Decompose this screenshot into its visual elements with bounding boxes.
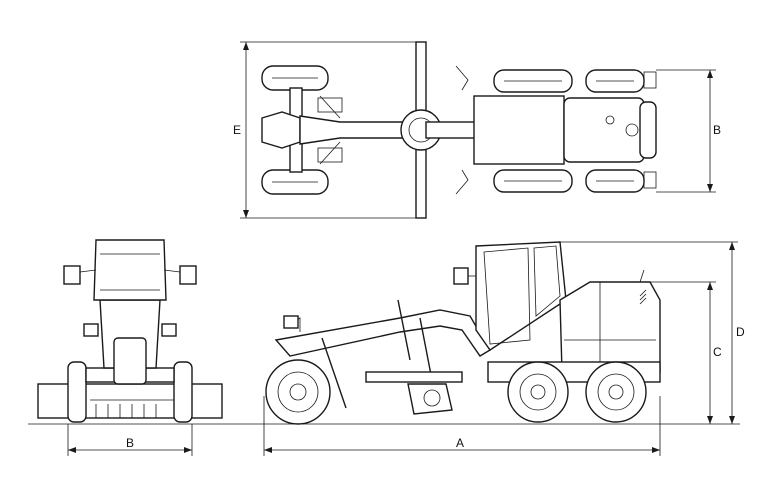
dim-c-arrow-bottom <box>707 416 713 424</box>
articulation-joint <box>425 121 477 139</box>
side-view-cab <box>475 241 567 351</box>
side-view-rear-wheel-2 <box>585 361 647 423</box>
dim-b-top-label: B <box>713 123 721 137</box>
front-view: B <box>37 239 223 456</box>
dim-e-label: E <box>233 123 241 137</box>
dim-a-arrow-right <box>652 447 660 453</box>
side-view-exhaust <box>639 269 645 283</box>
front-view-cab <box>93 239 167 301</box>
side-view-drawbar <box>365 371 463 383</box>
top-view: E <box>233 41 721 219</box>
front-view-light-right <box>161 323 177 337</box>
dim-e-arrow-top <box>243 42 249 50</box>
dim-c-label: C <box>713 345 722 359</box>
side-view-blade <box>407 383 453 415</box>
side-view-cab-window <box>533 245 561 317</box>
side-view-frame <box>274 309 491 357</box>
front-view-engine-front <box>113 337 147 385</box>
front-view-blade <box>37 383 223 419</box>
front-view-light-left <box>83 323 99 337</box>
side-view: A C D <box>28 241 745 456</box>
side-view-mirror <box>453 267 469 285</box>
dim-b-front-label: B <box>126 436 134 450</box>
dim-a-label: A <box>456 436 464 450</box>
front-view-mirror-left <box>63 265 81 285</box>
side-view-cab-door <box>483 247 531 345</box>
side-view-front-light <box>283 315 299 329</box>
front-bumper <box>261 111 301 149</box>
dim-c-arrow-top <box>707 282 713 290</box>
dim-d-label: D <box>736 325 745 339</box>
front-view-mirror-right <box>179 265 197 285</box>
dim-d-arrow-bottom <box>729 416 735 424</box>
rear-counterweight <box>639 101 657 159</box>
engine-hood <box>563 97 645 163</box>
side-view-rear-wheel-1 <box>507 361 569 423</box>
dim-a-arrow-left <box>264 447 272 453</box>
dim-b-top-arrow-top <box>707 70 713 78</box>
dim-b-top-arrow-bottom <box>707 184 713 192</box>
front-view-wheel-left <box>67 361 87 423</box>
cab-roof <box>473 95 565 165</box>
dim-e-arrow-bottom <box>243 210 249 218</box>
side-view-front-wheel <box>265 359 331 425</box>
dim-b-front-arrow-right <box>184 447 192 453</box>
dim-d-arrow-top <box>729 242 735 250</box>
dim-b-front-arrow-left <box>68 447 76 453</box>
front-view-wheel-right <box>173 361 193 423</box>
